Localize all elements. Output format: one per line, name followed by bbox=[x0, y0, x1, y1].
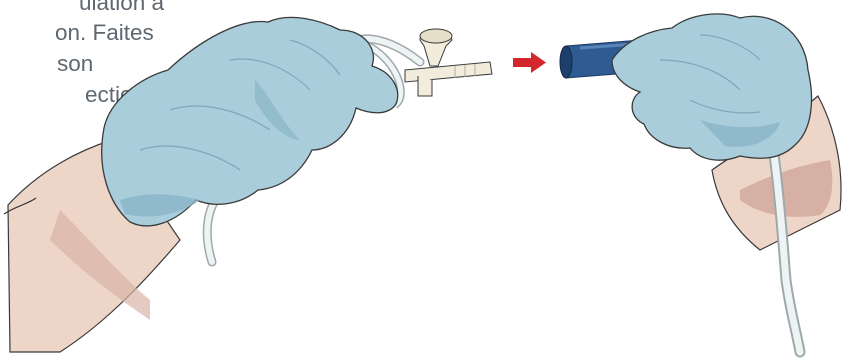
left-glove bbox=[102, 17, 398, 225]
arrow-right-icon bbox=[513, 52, 546, 73]
right-glove bbox=[612, 14, 812, 160]
